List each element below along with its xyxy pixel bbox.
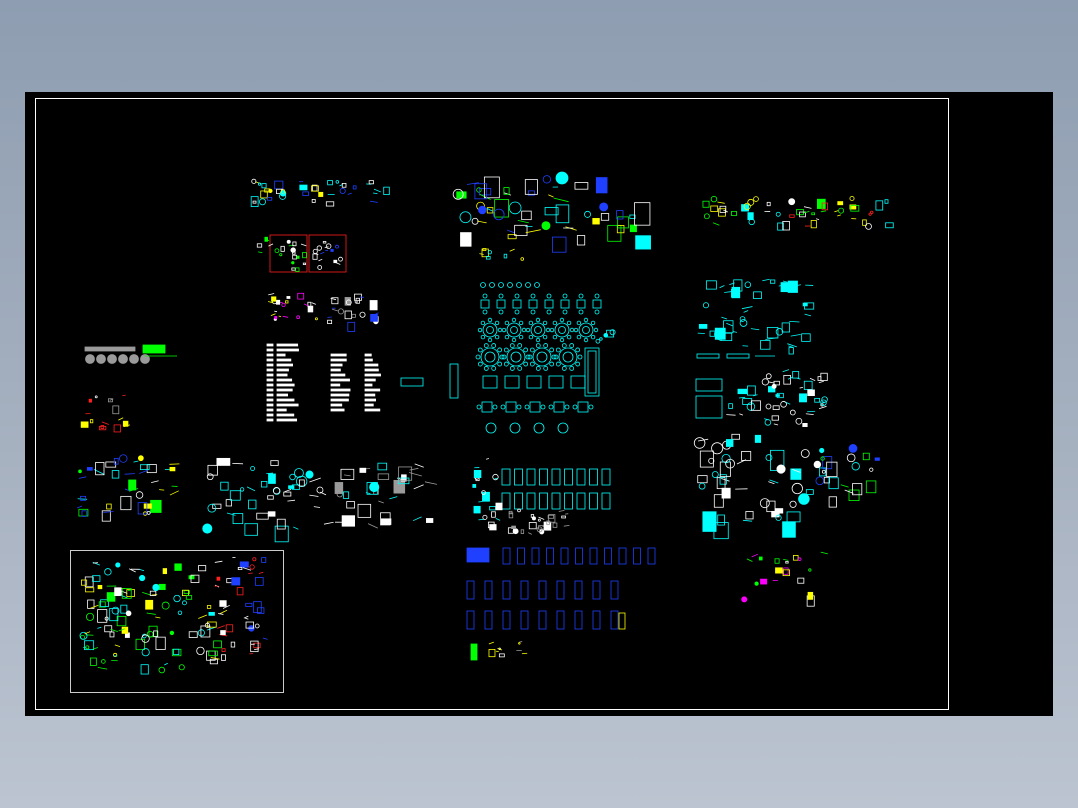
top-right-symbols [702,195,894,231]
top-left-furniture-strip [250,178,390,207]
sheet-border [35,98,949,710]
blue-furniture-set [77,454,180,522]
left-wheel-blocks [84,344,177,364]
dining-table-set [400,282,616,434]
blue-door-set [466,547,656,661]
middle-left-symbols [266,292,381,422]
cad-drawing-canvas[interactable] [25,92,1053,716]
left-small-symbols [80,394,131,433]
right-sofa-set [696,278,815,359]
bottom-left-framed-set [70,550,284,693]
right-kitchen-set [693,369,828,540]
cyan-elevation-set [202,457,438,543]
blocks-layer [70,171,894,693]
red-framed-blocks [256,234,347,273]
right-green-symbols [741,444,880,607]
door-window-set [472,458,611,535]
drawing-viewport[interactable] [25,92,1053,716]
top-center-sofa-set [452,171,651,261]
